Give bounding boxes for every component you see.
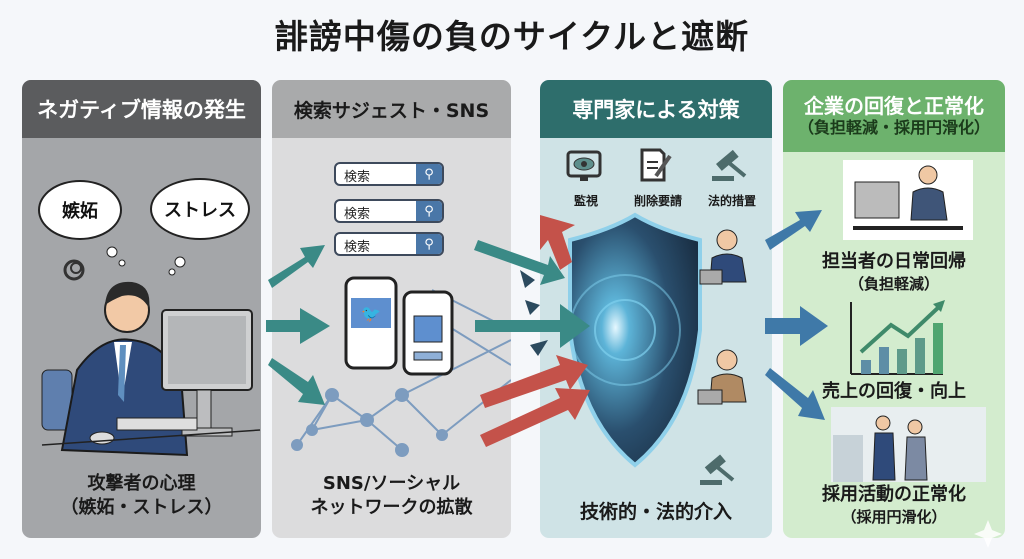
search-text: 検索 bbox=[344, 240, 371, 255]
document-edit-icon bbox=[640, 148, 672, 182]
thought-bubble-stress: ストレス bbox=[150, 178, 250, 240]
caption-line: （嫉妬・ストレス） bbox=[60, 497, 223, 519]
growth-bar bbox=[861, 360, 871, 374]
recovery-item-recruiting: 採用活動の正常化 （採用円滑化） bbox=[783, 483, 1005, 528]
smartphone-profile-icon bbox=[402, 290, 454, 376]
thought-bubble-jealousy: 嫉妬 bbox=[38, 180, 122, 240]
caption-line: （採用円滑化） bbox=[841, 508, 947, 527]
recovery-item-sales: 売上の回復・向上 bbox=[822, 381, 966, 402]
panel-header-title: 企業の回復と正常化 bbox=[804, 94, 984, 119]
search-icon: ⚲ bbox=[416, 234, 442, 254]
icon-label-removal-request: 削除要請 bbox=[633, 194, 682, 208]
gavel-icon bbox=[712, 149, 747, 181]
panel-header-subtitle: （負担軽減・採用円滑化） bbox=[797, 118, 990, 138]
search-suggest-box: 検索 ⚲ bbox=[334, 232, 444, 256]
scribble-icon bbox=[63, 259, 85, 281]
panel-search-sns: 検索サジェスト・SNS 検索 ⚲ 検索 ⚲ 検索 ⚲ 🐦 SNS/ソーシャル ネットワ… bbox=[272, 80, 511, 538]
icon-label-monitoring: 監視 bbox=[573, 194, 598, 208]
svg-text:🐦: 🐦 bbox=[361, 304, 381, 323]
icon-label-legal-action: 法的措置 bbox=[707, 194, 756, 208]
expert-person-female bbox=[697, 349, 747, 405]
shield-defense-illustration bbox=[568, 212, 747, 485]
panel-negative-info: ネガティブ情報の発生 嫉妬 ストレス 攻撃者の心理 （嫉妬・ストレス） bbox=[22, 80, 261, 538]
relieved-staff-illustration bbox=[843, 160, 973, 240]
countermeasure-icons bbox=[566, 148, 747, 182]
growth-bar bbox=[879, 347, 889, 374]
growth-bar bbox=[933, 323, 943, 374]
search-icon: ⚲ bbox=[416, 201, 442, 221]
recovery-item-staff: 担当者の日常回帰 （負担軽減） bbox=[783, 250, 1005, 295]
panel-caption: 攻撃者の心理 （嫉妬・ストレス） bbox=[22, 472, 261, 521]
panel-caption: 技術的・法的介入 bbox=[579, 501, 732, 523]
growth-bar bbox=[915, 338, 925, 374]
search-text: 検索 bbox=[344, 207, 371, 222]
caption-line: ネットワークの拡散 bbox=[310, 497, 473, 519]
expert-person-male bbox=[699, 229, 747, 285]
angry-man-at-computer-illustration bbox=[41, 246, 261, 457]
caption-line: 攻撃者の心理 bbox=[87, 473, 196, 494]
panel-header: 検索サジェスト・SNS bbox=[272, 80, 511, 138]
caption-line: 担当者の日常回帰 bbox=[822, 251, 966, 272]
caption-line: 採用活動の正常化 bbox=[822, 484, 966, 505]
panel-company-recovery: 企業の回復と正常化 （負担軽減・採用円滑化） 担当者の日常回帰 （負担軽減） 売… bbox=[783, 80, 1005, 538]
panel-header: ネガティブ情報の発生 bbox=[22, 80, 261, 138]
sales-growth-chart-icon bbox=[850, 300, 945, 375]
caption-line: SNS/ソーシャル bbox=[322, 473, 461, 494]
shard-icon bbox=[525, 300, 540, 315]
gavel-icon bbox=[700, 454, 735, 485]
caption-line: （負担軽減） bbox=[848, 275, 939, 294]
shard-icon bbox=[520, 270, 535, 288]
panel-header: 企業の回復と正常化 （負担軽減・採用円滑化） bbox=[783, 80, 1005, 152]
search-icon: ⚲ bbox=[416, 164, 442, 184]
search-text: 検索 bbox=[344, 170, 371, 185]
search-suggest-box: 検索 ⚲ bbox=[334, 162, 444, 186]
growth-bar bbox=[897, 349, 907, 374]
search-suggest-box: 検索 ⚲ bbox=[334, 199, 444, 223]
monitor-eye-icon bbox=[566, 150, 602, 181]
shield-icon bbox=[568, 212, 702, 468]
recruiting-handshake-illustration bbox=[831, 407, 986, 482]
panel-header: 専門家による対策 bbox=[540, 80, 772, 138]
panel-caption: SNS/ソーシャル ネットワークの拡散 bbox=[272, 472, 511, 521]
panel-expert-countermeasures: 専門家による対策 監視 削除要請 法的措置 技術的・法的介入 bbox=[540, 80, 772, 538]
page-title: 誹謗中傷の負のサイクルと遮断 bbox=[274, 17, 750, 56]
smartphone-twitter-icon: 🐦 bbox=[344, 276, 398, 370]
